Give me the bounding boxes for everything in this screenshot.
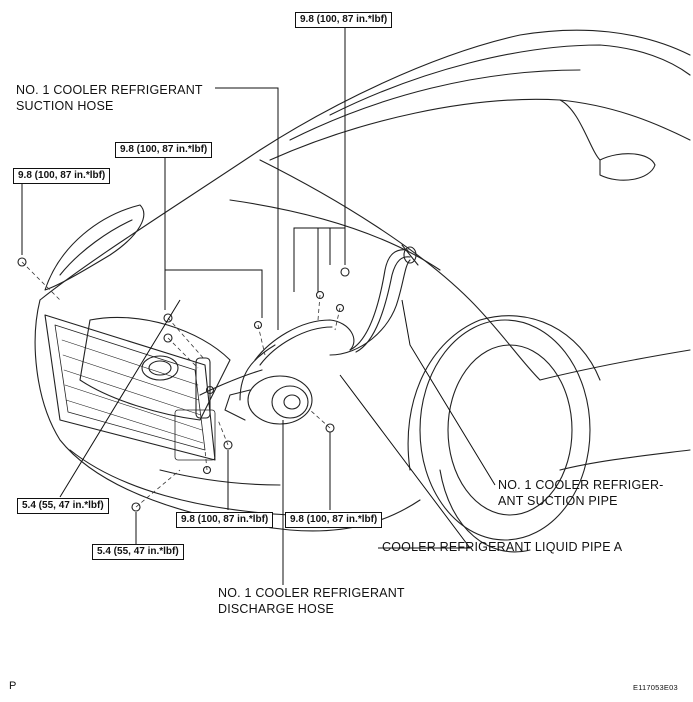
hood-outline <box>39 29 691 301</box>
label-liquid-pipe-line1: COOLER REFRIGERANT LIQUID PIPE A <box>382 540 623 554</box>
headlamp <box>44 204 145 291</box>
label-suction-hose-line1: NO. 1 COOLER REFRIGERANT <box>16 83 203 97</box>
discharge-hose <box>239 344 276 401</box>
compressor-body <box>247 375 313 425</box>
label-suction-pipe: NO. 1 COOLER REFRIGER- ANT SUCTION PIPE <box>498 477 664 509</box>
receiver-tank <box>195 357 211 419</box>
lexus-emblem <box>141 355 179 381</box>
leader-suction-hose <box>215 87 279 330</box>
headlamp-inner <box>59 219 133 276</box>
roof-line <box>329 44 691 116</box>
side-body-lower <box>559 449 691 471</box>
a-pillar <box>559 99 601 161</box>
windshield-upper <box>289 69 581 141</box>
cowl-line <box>229 199 441 271</box>
torque-spec-bottom-right: 9.8 (100, 87 in.*lbf) <box>285 512 383 528</box>
side-body <box>539 349 691 381</box>
leader-mid-torque <box>164 158 263 318</box>
tire-inner <box>439 469 531 553</box>
label-discharge-hose: NO. 1 COOLER REFRIGERANT DISCHARGE HOSE <box>218 585 405 617</box>
label-liquid-pipe: COOLER REFRIGERANT LIQUID PIPE A <box>382 539 622 555</box>
fender-line <box>259 159 541 381</box>
leader-top-torque <box>293 28 346 292</box>
torque-spec-bottom-left: 5.4 (55, 47 in.*lbf) <box>17 498 109 514</box>
bolts <box>17 257 350 512</box>
mirror <box>599 153 656 181</box>
grille <box>79 316 231 421</box>
page-marker: P <box>9 680 17 692</box>
torque-spec-left: 9.8 (100, 87 in.*lbf) <box>13 168 111 184</box>
label-suction-hose-line2: SUCTION HOSE <box>16 99 114 113</box>
torque-spec-middle: 9.8 (100, 87 in.*lbf) <box>115 142 213 158</box>
grille-lip <box>159 469 281 486</box>
torque-spec-bottom-left-lower: 5.4 (55, 47 in.*lbf) <box>92 544 184 560</box>
suction-hose <box>254 319 355 361</box>
windshield-lower <box>269 98 691 161</box>
figure-code: E117053E03 <box>633 683 678 692</box>
wheel-arch <box>407 315 601 471</box>
label-discharge-hose-line2: DISCHARGE HOSE <box>218 602 335 616</box>
leader-bot-left <box>59 299 181 498</box>
label-discharge-hose-line1: NO. 1 COOLER REFRIGERANT <box>218 586 405 600</box>
torque-spec-bottom-middle: 9.8 (100, 87 in.*lbf) <box>176 512 274 528</box>
suction-pipe <box>349 249 409 351</box>
front-wheel-rim <box>447 344 573 516</box>
leader-suction-pipe <box>401 299 496 486</box>
leader-liquid-pipe <box>339 374 472 549</box>
torque-spec-top: 9.8 (100, 87 in.*lbf) <box>295 12 393 28</box>
condenser-core <box>54 324 206 451</box>
label-suction-pipe-line1: NO. 1 COOLER REFRIGER- <box>498 478 664 492</box>
label-suction-hose: NO. 1 COOLER REFRIGERANT SUCTION HOSE <box>16 82 203 114</box>
liquid-pipe <box>329 259 411 356</box>
front-tire <box>419 319 591 541</box>
condenser-frame <box>44 314 216 461</box>
label-suction-pipe-line2: ANT SUCTION PIPE <box>498 494 618 508</box>
